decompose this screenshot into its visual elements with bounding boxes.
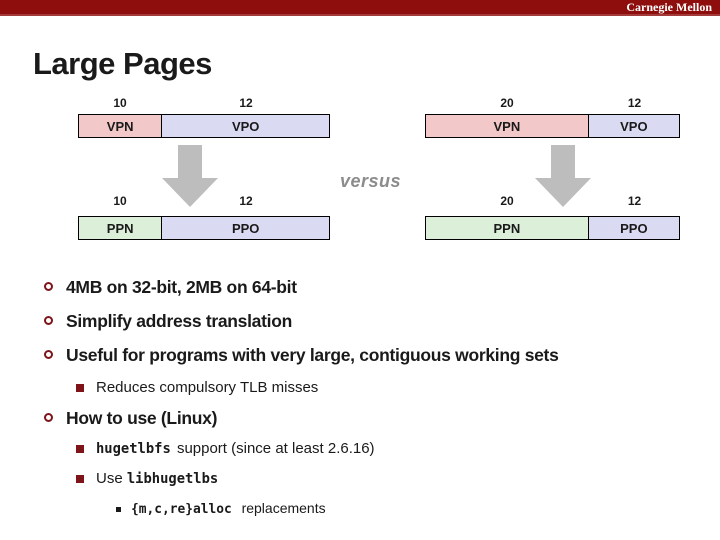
translation-gap: 10 12 xyxy=(78,138,330,216)
bullet-simplify: Simplify address translation xyxy=(44,311,292,332)
small-page-physical-bits: 10 12 xyxy=(78,194,330,212)
subbullet-libhugetlbs: Use libhugetlbs xyxy=(76,470,218,487)
small-page-diagram: 10 12 VPN VPO 10 12 PPN PPO xyxy=(78,96,330,240)
bullet-text: Reduces compulsory TLB misses xyxy=(96,379,319,396)
large-page-physical-address-box: PPN PPO xyxy=(425,216,680,240)
bullet-text: Use libhugetlbs xyxy=(96,470,218,487)
bullet-text: Simplify address translation xyxy=(66,311,292,331)
bit-count-label: 10 xyxy=(113,194,127,208)
ppn-field: PPN xyxy=(426,217,589,239)
square-bullet-icon xyxy=(76,445,84,453)
small-page-virtual-bits: 10 12 xyxy=(78,96,330,114)
vpn-field: VPN xyxy=(426,115,589,137)
bullet-size: 4MB on 32-bit, 2MB on 64-bit xyxy=(44,277,297,298)
bullet-text: {m,c,re}alloc replacements xyxy=(131,500,326,517)
code-hugetlbfs: hugetlbfs xyxy=(96,441,171,457)
ppo-field: PPO xyxy=(162,217,329,239)
page-title: Large Pages xyxy=(33,46,212,81)
large-page-virtual-bits: 20 12 xyxy=(425,96,680,114)
down-arrow-icon xyxy=(535,145,591,207)
header-bar: Carnegie Mellon xyxy=(0,0,720,16)
square-bullet-icon xyxy=(76,384,84,392)
vpo-field: VPO xyxy=(588,115,679,137)
bullet-text-rest: replacements xyxy=(241,500,326,516)
bullet-text-pre: Use xyxy=(96,470,123,487)
versus-label: versus xyxy=(340,171,402,191)
large-page-physical-bits: 20 12 xyxy=(425,194,680,212)
circle-bullet-icon xyxy=(44,316,53,325)
circle-bullet-icon xyxy=(44,413,53,422)
vpn-field: VPN xyxy=(79,115,163,137)
bit-count-label: 12 xyxy=(627,194,642,208)
square-bullet-icon xyxy=(76,475,84,483)
vpo-field: VPO xyxy=(162,115,329,137)
ppo-field: PPO xyxy=(588,217,679,239)
bullet-useful: Useful for programs with very large, con… xyxy=(44,345,559,366)
large-page-diagram: 20 12 VPN VPO 20 12 PPN PPO xyxy=(425,96,680,240)
code-libhugetlbs: libhugetlbs xyxy=(126,471,219,487)
small-page-physical-address-box: PPN PPO xyxy=(78,216,330,240)
code-alloc: {m,c,re}alloc xyxy=(131,502,232,517)
subbullet-tlb-misses: Reduces compulsory TLB misses xyxy=(76,379,318,396)
subsubbullet-alloc: {m,c,re}alloc replacements xyxy=(116,500,326,517)
circle-bullet-icon xyxy=(44,350,53,359)
circle-bullet-icon xyxy=(44,282,53,291)
bullet-text-rest: support (since at least 2.6.16) xyxy=(176,440,375,457)
bullet-text: hugetlbfs support (since at least 2.6.16… xyxy=(96,440,375,457)
bullet-text: Useful for programs with very large, con… xyxy=(66,345,559,365)
translation-gap: 20 12 xyxy=(425,138,680,216)
subbullet-hugetlbfs: hugetlbfs support (since at least 2.6.16… xyxy=(76,440,375,457)
bit-count-label: 20 xyxy=(500,96,514,110)
bit-count-label: 10 xyxy=(113,96,127,110)
bit-count-label: 12 xyxy=(239,96,253,110)
bit-count-label: 12 xyxy=(627,96,642,110)
large-page-virtual-address-box: VPN VPO xyxy=(425,114,680,138)
bit-count-label: 12 xyxy=(239,194,253,208)
bullet-how-to-use: How to use (Linux) xyxy=(44,408,217,429)
down-arrow-icon xyxy=(162,145,218,207)
ppn-field: PPN xyxy=(79,217,163,239)
bullet-text: How to use (Linux) xyxy=(66,408,218,428)
bit-count-label: 20 xyxy=(500,194,514,208)
small-square-bullet-icon xyxy=(116,507,121,512)
brand-text: Carnegie Mellon xyxy=(626,0,712,14)
bullet-text: 4MB on 32-bit, 2MB on 64-bit xyxy=(66,277,297,297)
small-page-virtual-address-box: VPN VPO xyxy=(78,114,330,138)
